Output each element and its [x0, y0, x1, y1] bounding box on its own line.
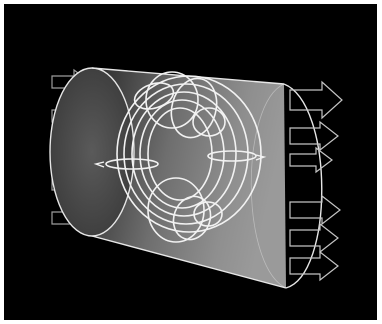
- outflow-arrows: [290, 82, 342, 280]
- render-canvas: [4, 4, 377, 320]
- cylinder-left-end: [50, 68, 134, 236]
- cylinder-flow-illustration: [4, 4, 377, 320]
